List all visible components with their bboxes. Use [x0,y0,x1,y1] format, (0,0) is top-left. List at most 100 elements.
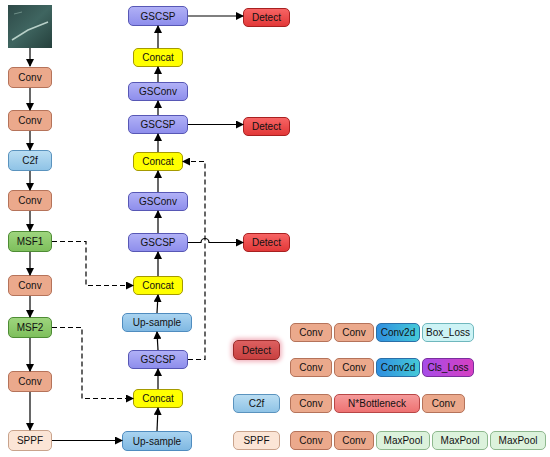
block-label: GSCSP [140,11,175,22]
legend-detect: Detect [233,340,280,360]
block-label: Conv [18,280,41,291]
block-label: MaxPool [441,435,480,446]
detect-head: Detect [243,8,290,27]
block-label: MaxPool [499,435,538,446]
block-label: C2f [249,398,265,409]
block-label: N*Bottleneck [348,398,406,409]
block-label: Conv [299,398,322,409]
block-label: GSCSP [140,119,175,130]
legend-conv: Conv [422,394,465,413]
upsample-block: Up-sample [122,431,192,451]
block-label: MSF2 [17,322,44,333]
legend-conv: Conv [334,358,374,377]
flow-arrow [188,15,243,16]
block-label: MaxPool [384,435,423,446]
conv-block: Conv [8,371,52,392]
skip-connection [52,242,133,286]
legend-conv: Conv [334,323,374,342]
flow-arrow [29,211,30,231]
legend-sppf: SPPF [233,431,280,450]
legend-c2f: C2f [233,394,280,413]
legend-conv: Conv [290,431,332,450]
msf-block: MSF1 [8,231,52,252]
block-label: Conv2d [381,327,415,338]
detect-head: Detect [243,117,290,136]
block-label: Concat [142,393,174,404]
gscsp-block: GSCSP [128,233,188,252]
gsconv-block: GSConv [128,192,188,211]
detect-head: Detect [243,233,290,252]
flow-arrow [157,26,158,48]
flow-arrow [29,296,30,317]
block-label: Up-sample [133,317,181,328]
flow-arrow [157,67,158,82]
legend-maxpool: MaxPool [490,431,546,450]
image-detail [12,22,48,40]
flow-arrow [29,338,30,371]
conv-block: Conv [8,275,52,296]
skip-connection [52,328,133,399]
sppf-block: SPPF [8,430,52,451]
flow-arrow [157,211,158,233]
flow-arrow [157,101,158,115]
legend-box-loss: Box_Loss [422,323,474,342]
flow-arrow [188,239,243,243]
block-label: Conv [18,376,41,387]
legend-maxpool: MaxPool [376,431,430,450]
block-label: GSConv [139,86,177,97]
flow-arrow [29,131,30,150]
block-label: Concat [142,52,174,63]
legend-cls-loss: Cls_Loss [422,358,474,377]
flow-arrow [157,369,158,389]
gscsp-block: GSCSP [128,350,188,369]
input-arrow [29,48,30,66]
legend-conv: Conv [290,323,332,342]
input-image [8,5,52,48]
block-label: Conv [342,362,365,373]
block-label: Conv [18,72,41,83]
legend-maxpool: MaxPool [432,431,488,450]
legend-conv: Conv [334,431,374,450]
block-label: Conv [18,115,41,126]
block-label: Conv [299,435,322,446]
legend-conv2d: Conv2d [376,323,420,342]
block-label: Conv2d [381,362,415,373]
flow-arrow [157,408,158,431]
legend-conv: Conv [290,394,332,413]
msf-block: MSF2 [8,317,52,338]
block-label: GSCSP [140,354,175,365]
block-label: Concat [142,156,174,167]
flow-arrow [29,392,30,430]
conv-block: Conv [8,67,52,88]
c2f-block: C2f [8,150,52,171]
image-detail [14,12,22,14]
block-label: Conv [299,327,322,338]
block-label: Detect [252,12,281,23]
flow-arrow [29,171,30,190]
flow-arrow [157,332,158,350]
block-label: Concat [142,280,174,291]
legend-conv: Conv [290,358,332,377]
concat-block: Concat [133,48,183,67]
flow-arrow [157,134,158,152]
block-label: Conv [299,362,322,373]
block-label: Detect [252,121,281,132]
block-label: Up-sample [133,436,181,447]
flow-arrow [188,124,243,125]
block-label: SPPF [243,435,269,446]
block-label: Conv [342,327,365,338]
block-label: Detect [252,237,281,248]
flow-arrow [29,88,30,110]
concat-block: Concat [133,152,183,171]
block-label: GSCSP [140,237,175,248]
block-label: C2f [22,155,38,166]
gsconv-block: GSConv [128,82,188,101]
block-label: Box_Loss [426,327,470,338]
block-label: SPPF [17,435,43,446]
conv-block: Conv [8,110,52,131]
block-label: MSF1 [17,236,44,247]
block-label: Conv [342,435,365,446]
concat-block: Concat [133,276,183,295]
